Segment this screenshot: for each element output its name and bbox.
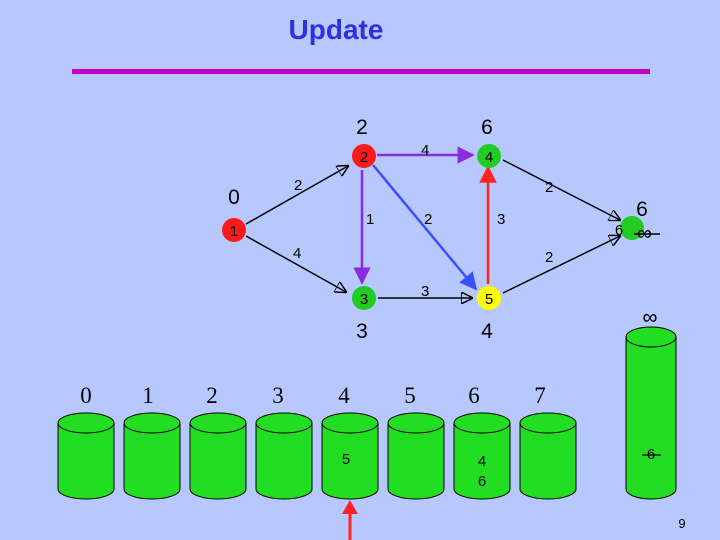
bucket-index-6: 6 <box>468 383 480 408</box>
dist-node-5: 4 <box>481 320 493 343</box>
bucket-infinity-label: ∞ <box>643 306 658 329</box>
bucket-index-4: 4 <box>338 383 350 408</box>
node-5: 5 <box>477 286 501 310</box>
graph-nodes: 1 2 4 3 5 6 <box>222 144 644 310</box>
bucket-6: 4 6 <box>453 412 511 500</box>
weight-2-5: 2 <box>424 211 432 228</box>
svg-text:4: 4 <box>485 149 493 166</box>
node-2: 2 <box>352 144 376 168</box>
struck-distance: ∞ <box>634 222 660 245</box>
edge-1-2 <box>245 166 348 225</box>
weight-1-2: 2 <box>294 177 302 194</box>
bucket-cylinders: 5 4 6 6 ∞ <box>57 306 677 500</box>
bucket-index-1: 1 <box>142 383 154 408</box>
bucket-index-0: 0 <box>80 383 92 408</box>
bucket-4: 5 <box>321 412 379 500</box>
svg-text:5: 5 <box>485 291 493 308</box>
weight-5-6: 2 <box>545 249 553 266</box>
svg-text:3: 3 <box>360 291 368 308</box>
bucket-4-item-0: 5 <box>342 451 350 468</box>
weight-2-4: 4 <box>421 142 429 159</box>
svg-text:6: 6 <box>615 222 623 239</box>
weight-1-3: 4 <box>293 245 301 262</box>
weight-3-5: 3 <box>421 283 429 300</box>
bucket-infinity: 6 <box>625 326 677 500</box>
bucket-index-5: 5 <box>404 383 416 408</box>
svg-text:2: 2 <box>360 149 368 166</box>
bucket-3 <box>255 412 313 500</box>
dist-node-2: 2 <box>356 116 368 139</box>
bucket-5 <box>387 412 445 500</box>
distance-labels: 0 2 6 3 4 6 ∞ <box>228 116 660 343</box>
weight-5-4: 3 <box>497 211 505 228</box>
dist-node-3: 3 <box>356 320 368 343</box>
dist-node-6: 6 <box>636 198 648 221</box>
edge-2-5 <box>372 164 478 291</box>
title-divider <box>72 69 650 74</box>
bucket-6-item-1: 6 <box>478 473 486 490</box>
bucket-2 <box>189 412 247 500</box>
bucket-0 <box>57 412 115 500</box>
node-4: 4 <box>477 144 501 168</box>
bucket-1 <box>123 412 181 500</box>
svg-text:1: 1 <box>230 223 238 240</box>
graph-edges <box>245 146 620 298</box>
weight-4-6: 2 <box>545 179 553 196</box>
slide-title: Update <box>288 14 384 45</box>
edge-5-6 <box>502 236 620 294</box>
dist-node-4: 6 <box>481 116 493 139</box>
dist-node-1: 0 <box>228 186 240 209</box>
bucket-7 <box>519 412 577 500</box>
bucket-indices: 0 1 2 3 4 5 6 7 <box>80 383 546 408</box>
bucket-6-item-0: 4 <box>478 453 486 470</box>
bucket-index-7: 7 <box>534 383 546 408</box>
edge-1-3 <box>245 235 346 292</box>
bucket-index-2: 2 <box>206 383 218 408</box>
page-number: 9 <box>678 516 685 531</box>
edge-4-6 <box>502 159 620 220</box>
node-1: 1 <box>222 218 246 242</box>
node-3: 3 <box>352 286 376 310</box>
edge-weights: 2 4 4 1 2 3 3 2 2 <box>293 142 553 300</box>
current-bucket-arrow-icon <box>342 500 358 540</box>
bucket-index-3: 3 <box>272 383 284 408</box>
weight-2-3: 1 <box>366 211 374 228</box>
